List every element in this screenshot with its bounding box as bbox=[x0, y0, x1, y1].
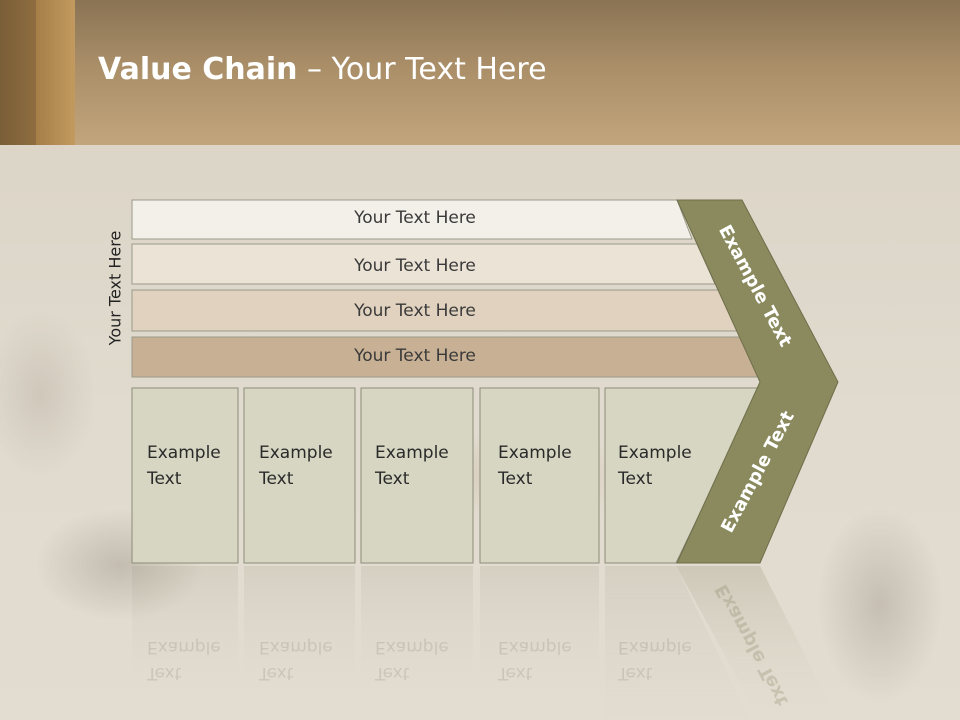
chevron-arrow bbox=[676, 199, 839, 564]
activity-box-label-5-line1: Example bbox=[618, 443, 692, 463]
row-label-1: Your Text Here bbox=[354, 208, 476, 228]
activity-box-reflection-1-line1: Example bbox=[147, 637, 221, 657]
activity-box-label-3-line2: Text bbox=[375, 469, 410, 489]
activity-box-reflection-5: Text Example bbox=[618, 634, 692, 686]
activity-box-reflection-1: Text Example bbox=[147, 634, 221, 686]
slide-title-bold: Value Chain bbox=[98, 52, 298, 87]
row-label-4: Your Text Here bbox=[354, 346, 476, 366]
activity-box-reflection-3-line1: Example bbox=[375, 637, 449, 657]
slide-title: Value Chain – Your Text Here bbox=[98, 52, 547, 87]
activity-box-4 bbox=[479, 387, 600, 564]
activity-box-label-4: Example Text bbox=[498, 440, 572, 492]
header-accent-strip-inner bbox=[36, 0, 75, 145]
activity-box-reflection-5-line1: Example bbox=[618, 637, 692, 657]
activity-box-reflection-4: Text Example bbox=[498, 634, 572, 686]
activity-box-reflection-5-line2: Text bbox=[618, 663, 653, 683]
activity-box-label-4-line2: Text bbox=[498, 469, 533, 489]
activity-box-reflection-4-line2: Text bbox=[498, 663, 533, 683]
activity-box-label-1-line1: Example bbox=[147, 443, 221, 463]
activity-box-reflection-2: Text Example bbox=[259, 634, 333, 686]
activity-box-3 bbox=[360, 387, 474, 564]
activity-box-1 bbox=[131, 387, 239, 564]
activity-box-reflection-2-line2: Text bbox=[259, 663, 294, 683]
activity-box-reflection-1-line2: Text bbox=[147, 663, 182, 683]
activity-box-5 bbox=[604, 387, 761, 564]
row-label-2: Your Text Here bbox=[354, 256, 476, 276]
activity-box-label-2-line1: Example bbox=[259, 443, 333, 463]
activity-box-reflection-2-line1: Example bbox=[259, 637, 333, 657]
activity-box-reflection-3: Text Example bbox=[375, 634, 449, 686]
activity-box-label-2: Example Text bbox=[259, 440, 333, 492]
activity-box-label-2-line2: Text bbox=[259, 469, 294, 489]
row-bar-1 bbox=[131, 199, 693, 240]
title-bar: Value Chain – Your Text Here bbox=[0, 0, 960, 145]
activity-box-label-5: Example Text bbox=[618, 440, 692, 492]
slide-title-rest: – Your Text Here bbox=[297, 52, 547, 87]
activity-box-label-4-line1: Example bbox=[498, 443, 572, 463]
activity-box-reflection-4-line1: Example bbox=[498, 637, 572, 657]
reflection-group bbox=[132, 566, 838, 720]
activity-box-label-5-line2: Text bbox=[618, 469, 653, 489]
activity-box-2 bbox=[243, 387, 356, 564]
activity-box-reflection-3-line2: Text bbox=[375, 663, 410, 683]
activity-box-label-3: Example Text bbox=[375, 440, 449, 492]
row-label-3: Your Text Here bbox=[354, 301, 476, 321]
activity-box-label-3-line1: Example bbox=[375, 443, 449, 463]
activity-box-label-1-line2: Text bbox=[147, 469, 182, 489]
activity-box-label-1: Example Text bbox=[147, 440, 221, 492]
